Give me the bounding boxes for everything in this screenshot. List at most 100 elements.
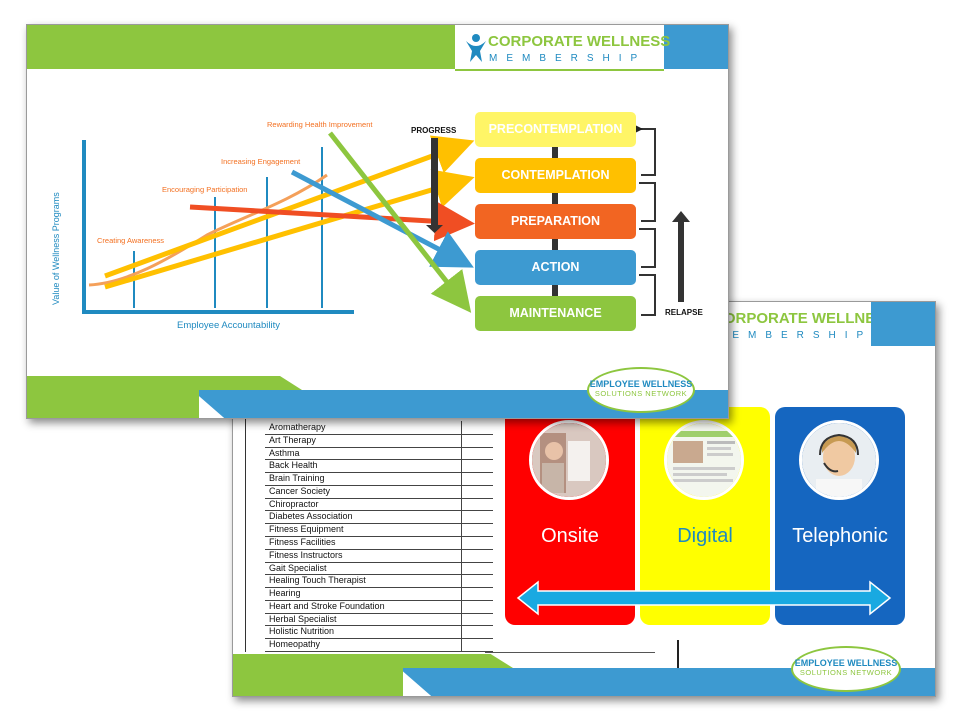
header-blue-block bbox=[871, 302, 935, 346]
panel-telephonic: Telephonic bbox=[775, 407, 905, 625]
panel-label-telephonic: Telephonic bbox=[792, 525, 888, 547]
table-left-border bbox=[245, 390, 246, 652]
progress-label: PROGRESS bbox=[411, 126, 457, 135]
service-name: Fitness Facilities bbox=[269, 537, 336, 548]
connector-2 bbox=[552, 188, 558, 206]
service-name: Holistic Nutrition bbox=[269, 626, 335, 637]
annotation-creating-awareness: Creating Awareness bbox=[97, 236, 164, 245]
column-divider bbox=[461, 421, 462, 435]
column-divider bbox=[461, 599, 462, 614]
service-name: Herbal Specialist bbox=[269, 613, 337, 624]
footer-green-band bbox=[233, 654, 513, 668]
panel-label-onsite: Onsite bbox=[541, 525, 599, 547]
brand-title: CORPORATE WELLNESS bbox=[713, 310, 896, 327]
value-curve bbox=[88, 173, 328, 287]
stages-of-change-graphic bbox=[82, 121, 690, 316]
service-name: Hearing bbox=[269, 588, 301, 599]
service-name: Cancer Society bbox=[269, 485, 331, 496]
table-row: Fitness Equipment bbox=[265, 523, 493, 538]
arrow-to-contemplation bbox=[104, 169, 475, 290]
column-divider bbox=[461, 446, 462, 461]
ewsn-logo-line1: EMPLOYEE WELLNESS bbox=[794, 658, 898, 668]
panel-onsite: Onsite bbox=[505, 407, 635, 625]
service-name: Healing Touch Therapist bbox=[269, 575, 366, 586]
service-name: Homeopathy bbox=[269, 639, 321, 650]
ewsn-logo: EMPLOYEE WELLNESS SOLUTIONS NETWORK bbox=[791, 646, 901, 692]
column-divider bbox=[461, 548, 462, 563]
arrow-to-maintenance bbox=[328, 131, 472, 313]
bracket-2 bbox=[639, 182, 656, 222]
table-row: Asthma bbox=[265, 446, 493, 461]
chart-axes bbox=[82, 140, 354, 314]
table-row: Diabetes Association bbox=[265, 510, 493, 525]
column-divider bbox=[461, 574, 462, 589]
annotation-encouraging-participation: Encouraging Participation bbox=[162, 185, 248, 194]
stage-maintenance: MAINTENANCE bbox=[475, 296, 636, 331]
column-divider bbox=[461, 497, 462, 512]
table-row: Art Therapy bbox=[265, 433, 493, 448]
front-slide: CORPORATE WELLNESS MEMBERSHIP bbox=[26, 24, 729, 419]
table-row: Chiropractor bbox=[265, 497, 493, 512]
brand-subtitle: MEMBERSHIP bbox=[715, 330, 873, 341]
table-row: Gait Specialist bbox=[265, 561, 493, 576]
table-row: Hearing bbox=[265, 587, 493, 601]
table-row: Healing Touch Therapist bbox=[265, 574, 493, 589]
chart-y-axis-label: Value of Wellness Programs bbox=[51, 192, 61, 305]
column-divider bbox=[461, 523, 462, 538]
column-divider bbox=[461, 472, 462, 486]
table-row: Heart and Stroke Foundation bbox=[265, 599, 493, 614]
table-row: Back Health bbox=[265, 459, 493, 474]
table-right-edge bbox=[677, 640, 679, 668]
service-name: Brain Training bbox=[269, 473, 325, 484]
header-blue-block bbox=[664, 25, 728, 69]
double-arrow bbox=[516, 580, 892, 616]
header-green-band bbox=[27, 25, 455, 69]
service-name: Back Health bbox=[269, 460, 318, 471]
service-name: Fitness Equipment bbox=[269, 524, 344, 535]
connector-1 bbox=[552, 142, 558, 160]
stage-contemplation: CONTEMPLATION bbox=[475, 158, 636, 193]
panel-label-digital: Digital bbox=[677, 525, 733, 547]
arrow-to-action bbox=[290, 169, 474, 268]
relapse-arrow-head bbox=[672, 211, 690, 222]
table-row: Brain Training bbox=[265, 472, 493, 486]
headset-agent-photo bbox=[799, 420, 879, 500]
column-divider bbox=[461, 433, 462, 448]
progress-arrow-head bbox=[426, 225, 443, 233]
chart-y-axis bbox=[82, 140, 86, 314]
brand-subtitle: MEMBERSHIP bbox=[489, 53, 647, 64]
table-row: Fitness Instructors bbox=[265, 548, 493, 563]
table-bottom-line bbox=[485, 652, 655, 653]
progress-arrow-shaft bbox=[431, 138, 438, 228]
service-name: Chiropractor bbox=[269, 498, 319, 509]
service-name: Heart and Stroke Foundation bbox=[269, 600, 385, 611]
stage-preparation: PREPARATION bbox=[475, 204, 636, 239]
column-divider bbox=[461, 625, 462, 640]
footer-green-block bbox=[233, 668, 403, 696]
service-name: Fitness Instructors bbox=[269, 549, 343, 560]
column-divider bbox=[461, 510, 462, 525]
stage-action: ACTION bbox=[475, 250, 636, 285]
chart-x-axis bbox=[82, 310, 354, 314]
table-row: Herbal Specialist bbox=[265, 612, 493, 627]
column-divider bbox=[461, 587, 462, 601]
table-row: Cancer Society bbox=[265, 484, 493, 499]
service-name: Diabetes Association bbox=[269, 511, 353, 522]
ewsn-logo-line2: SOLUTIONS NETWORK bbox=[799, 668, 893, 677]
service-name: Aromatherapy bbox=[269, 422, 326, 432]
brand-title: CORPORATE WELLNESS bbox=[488, 33, 671, 50]
column-divider bbox=[461, 638, 462, 653]
column-divider bbox=[461, 561, 462, 576]
column-divider bbox=[461, 459, 462, 474]
bracket-4 bbox=[639, 274, 656, 316]
service-name: Gait Specialist bbox=[269, 562, 327, 573]
person-logo-icon bbox=[466, 34, 486, 62]
table-row: Homeopathy bbox=[265, 638, 493, 653]
column-divider bbox=[461, 484, 462, 499]
relapse-arrow-shaft bbox=[678, 220, 684, 302]
connector-4 bbox=[552, 280, 558, 298]
service-name: Art Therapy bbox=[269, 434, 316, 445]
ewsn-logo-line1: EMPLOYEE WELLNESS bbox=[589, 379, 693, 389]
annotation-increasing-engagement: Increasing Engagement bbox=[221, 157, 301, 166]
connector-3 bbox=[552, 234, 558, 252]
